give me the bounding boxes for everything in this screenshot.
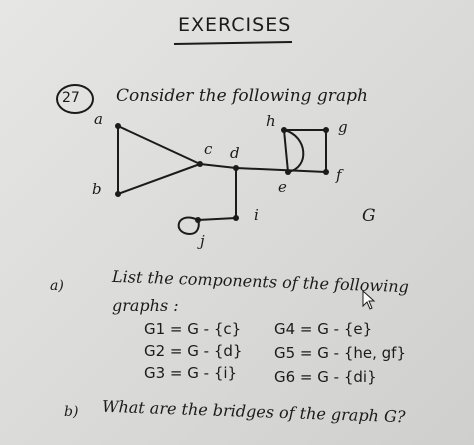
edge-h-e-2 <box>283 129 305 173</box>
part-b-label: b) <box>64 404 79 420</box>
label-c: c <box>204 140 213 158</box>
mouse-pointer-icon <box>362 290 376 310</box>
label-f: f <box>336 166 342 184</box>
graph-name: G <box>362 206 376 226</box>
edge-c-d <box>199 163 237 169</box>
edge-a-c <box>117 125 201 165</box>
component-g5: G5 = G - {he, gf} <box>274 344 407 362</box>
vertex-d <box>233 165 239 171</box>
edge-d-f <box>235 167 327 173</box>
label-e: e <box>278 178 287 196</box>
edge-i-j <box>197 217 237 221</box>
question-prompt: Consider the following graph <box>116 86 368 106</box>
component-g6: G6 = G - {di} <box>274 368 377 386</box>
loop-j <box>177 216 200 236</box>
label-j: j <box>200 232 205 250</box>
component-g4: G4 = G - {e} <box>274 320 373 338</box>
edge-b-c <box>117 163 201 195</box>
component-g3: G3 = G - {i} <box>144 364 238 382</box>
label-i: i <box>254 206 259 224</box>
vertex-e <box>285 169 291 175</box>
label-g: g <box>338 118 348 136</box>
page-title: EXERCISES <box>178 14 292 36</box>
question-number-circle <box>56 84 94 114</box>
component-g2: G2 = G - {d} <box>144 342 243 360</box>
label-a: a <box>94 110 103 128</box>
vertex-a <box>115 123 121 129</box>
label-h: h <box>266 112 276 130</box>
vertex-h <box>281 127 287 133</box>
question-number: 27 <box>62 90 80 106</box>
label-d: d <box>230 144 240 162</box>
part-a-label: a) <box>50 278 64 294</box>
vertex-c <box>197 161 203 167</box>
component-g1: G1 = G - {c} <box>144 320 242 338</box>
vertex-i <box>233 215 239 221</box>
vertex-f <box>323 169 329 175</box>
edge-h-e-1 <box>283 129 289 173</box>
label-b: b <box>92 180 102 198</box>
vertex-b <box>115 191 121 197</box>
vertex-g <box>323 127 329 133</box>
vertex-j <box>195 217 201 223</box>
part-a-line-2: graphs : <box>112 296 179 315</box>
